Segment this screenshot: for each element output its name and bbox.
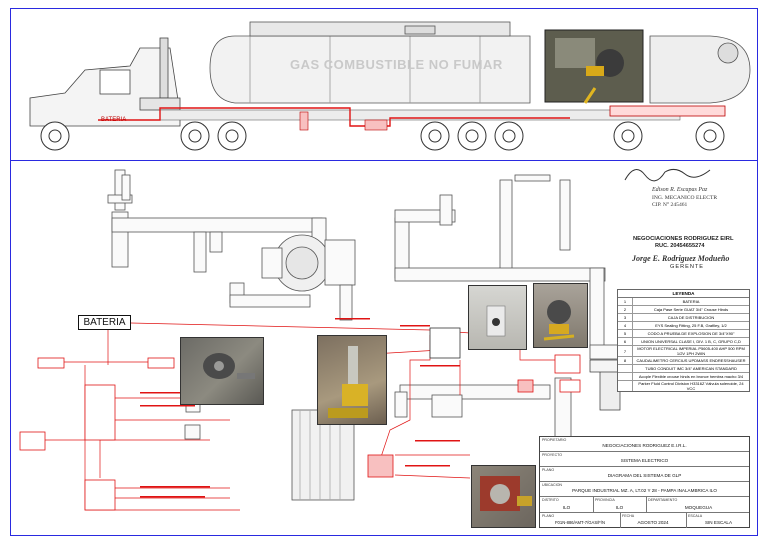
company-ruc: RUC. 20454655274 [655, 243, 705, 249]
conduit-symbol [618, 365, 633, 372]
legend-row: TUBO CONDUIT IMC 3/4" AMERICAN STANDARD [618, 365, 749, 373]
owner-value: NEGOCIACIONES RODRIGUEZ E.I.R.L. [602, 443, 687, 448]
plan-value: DIAGRAMA DEL SISTEMA DE GLP [607, 473, 682, 478]
legend-description: EYS Sealing Fitting, 25 F.B, Grafiley, 1… [655, 323, 727, 328]
legend-row: 7 MOTOR ELECTRICAL IMPERIAL P5605-400 AHP… [618, 346, 749, 357]
sheet-label: PLANO [542, 514, 555, 518]
project-label: PROYECTO [542, 453, 563, 457]
title-block-project-row: PROYECTO SISTEMA ELECTRICO [540, 452, 749, 467]
legend-description: Acople Flexible crouse hinds en bronce h… [638, 374, 744, 379]
battery-block: BATERIA [78, 315, 131, 330]
legend-row: 6 UNION UNIVERSAL CLASE I, DIV. 1 B, C, G… [618, 338, 749, 346]
engineer-title: ING. MECANICO ELECTR [652, 195, 718, 201]
legend-description: TUBO CONDUIT IMC 3/4" AMERICAN STANDARD [645, 366, 737, 371]
legend-symbol: 4 [618, 322, 633, 329]
sheet-value: F01N-886/AMT-7/GAS/F/N [554, 520, 606, 525]
legend-symbol: 5 [618, 330, 633, 337]
plan-label: PLANO [542, 468, 555, 472]
department-value: MOQUEGUA [684, 505, 713, 510]
location-label: UBICACION [542, 483, 562, 487]
engineer-name: Edison R. Escapas Paz [652, 187, 708, 193]
title-block-owner-row: PROPIETARIO NEGOCIACIONES RODRIGUEZ E.I.… [540, 437, 749, 452]
project-value: SISTEMA ELECTRICO [620, 458, 669, 463]
legend-row: 2 Caja Pase Serie GUAT 3/4" Crouse Hinds [618, 306, 749, 314]
legend-description: CODO A PRUEBA DE EXPLOSION DE 3/4"X90" [647, 331, 735, 336]
location-value: PARQUE INDUSTRIAL MZ. A, LT.02 Y 28 - PA… [572, 488, 717, 493]
legend-table: LEYENDA 1 BATERIA 2 Caja Pase Serie GUAT 3… [617, 289, 750, 392]
legend-row: 4 EYS Sealing Fitting, 25 F.B, Grafiley, … [618, 322, 749, 330]
title-block-location-row: UBICACION PARQUE INDUSTRIAL MZ. A, LT.02… [540, 482, 749, 497]
date-value: AGOSTO 2024 [637, 520, 669, 525]
legend-row: Acople Flexible crouse hinds en bronce h… [618, 373, 749, 381]
legend-symbol: 1 [618, 298, 633, 305]
legend-description: CAUDALIMETRO CERCIUS UPDMASS ENDRESSHAUS… [636, 358, 746, 363]
legend-symbol: 6 [618, 338, 633, 345]
scale-label: ESCALA [688, 514, 703, 518]
truck-battery-tag: BATERIA [101, 117, 127, 123]
photo-solenoid [468, 285, 527, 350]
date-label: FECHA [622, 514, 635, 518]
legend-description: Caja Pase Serie GUAT 3/4" Crouse Hinds [653, 307, 729, 312]
province-value: ILO [615, 505, 624, 510]
district-value: ILO [562, 505, 571, 510]
legend-row: 5 CODO A PRUEBA DE EXPLOSION DE 3/4"X90" [618, 330, 749, 338]
valve-symbol [618, 381, 633, 391]
legend-title: LEYENDA [618, 290, 749, 298]
scale-value: SIN ESCALA [704, 520, 733, 525]
legend-symbol: 8 [618, 357, 633, 364]
tank-warning-label: GAS COMBUSTIBLE NO FUMAR [290, 57, 503, 72]
legend-description: BATERIA [682, 299, 700, 304]
department-label: DEPARTAMENTO [648, 498, 678, 502]
company-stamp-name: NEGOCIACIONES RODRIGUEZ EIRL [633, 236, 734, 242]
legend-symbol: 7 [618, 346, 633, 356]
legend-description: UNION UNIVERSAL CLASE I, DIV. 1 B, C, GR… [641, 339, 741, 344]
owner-label: PROPIETARIO [542, 438, 567, 442]
coupling-symbol [618, 373, 633, 380]
legend-description: MOTOR ELECTRICAL IMPERIAL P5605-400 AHP … [637, 346, 745, 356]
engineer-cip: CIP. N° 245461 [652, 202, 688, 208]
legend-symbol: 2 [618, 306, 633, 313]
legend-row: Parker Fluid Control Division H3316Z Vál… [618, 381, 749, 391]
province-label: PROVINCIA [595, 498, 615, 502]
truck-panel-frame [10, 8, 758, 161]
manager-title: GERENTE [670, 264, 705, 270]
truck-elevation [29, 21, 751, 151]
photo-junction-pipe [317, 335, 387, 425]
legend-symbol: 3 [618, 314, 633, 321]
title-block-plan-row: PLANO DIAGRAMA DEL SISTEMA DE GLP [540, 467, 749, 482]
title-block-district-row: DISTRITO ILO PROVINCIA ILO DEPARTAMENTO … [540, 497, 749, 513]
photo-motor [471, 465, 536, 528]
district-label: DISTRITO [542, 498, 559, 502]
legend-row: 1 BATERIA [618, 298, 749, 306]
photo-fitting [180, 337, 264, 405]
legend-description: Parker Fluid Control Division H3316Z Vál… [638, 381, 744, 391]
manager-name: Jorge E. Rodriguez Modueño [632, 254, 730, 263]
engineer-signature-scribble [624, 168, 711, 182]
photo-flow-meter [533, 283, 588, 348]
legend-description: CAJA DE DISTRIBUCION [667, 315, 715, 320]
title-block-sheet-row: PLANO F01N-886/AMT-7/GAS/F/N FECHA AGOST… [540, 513, 749, 528]
title-block: PROPIETARIO NEGOCIACIONES RODRIGUEZ E.I.… [539, 436, 750, 528]
legend-row: 3 CAJA DE DISTRIBUCION [618, 314, 749, 322]
